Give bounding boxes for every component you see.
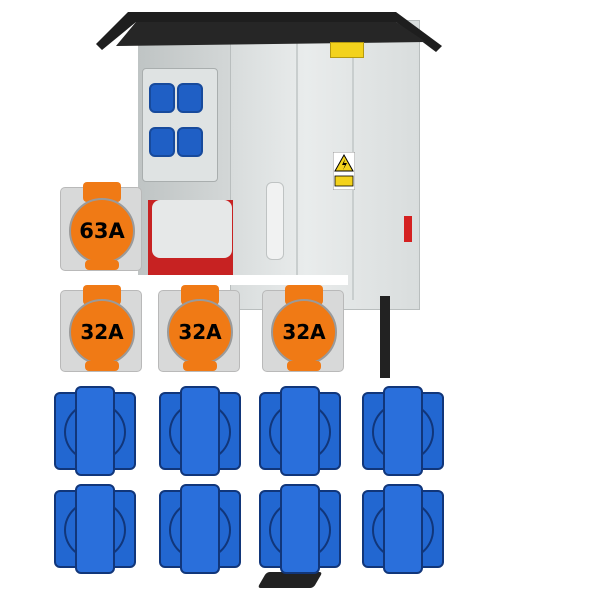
socket-32a-label: 32A	[271, 299, 337, 365]
socket-tab	[85, 361, 119, 371]
schuko-socket-icon	[259, 484, 341, 574]
schuko-socket-icon	[362, 386, 444, 476]
socket-tab	[85, 260, 119, 270]
socket-tab	[287, 361, 321, 371]
mini-blue-socket	[149, 127, 175, 157]
mini-blue-socket	[177, 83, 203, 113]
socket-tab	[183, 361, 217, 371]
door-seam	[296, 30, 298, 300]
socket-63a-label: 63A	[69, 198, 135, 264]
schuko-socket-icon	[159, 386, 241, 476]
schuko-socket-icon	[54, 386, 136, 476]
overlay-background	[50, 275, 348, 285]
socket-32a: 32A	[158, 285, 240, 372]
mini-blue-socket	[177, 127, 203, 157]
side-socket-box	[142, 68, 218, 182]
door-handle	[266, 182, 284, 260]
schuko-socket-icon	[54, 484, 136, 574]
socket-32a: 32A	[262, 285, 344, 372]
cabinet-foot	[257, 572, 323, 588]
cabinet-leg	[380, 296, 390, 378]
mini-blue-socket	[149, 83, 175, 113]
red-indicator	[404, 216, 412, 242]
distribution-cabinet	[230, 20, 420, 310]
schuko-socket-icon	[159, 484, 241, 574]
schuko-socket-icon	[362, 484, 444, 574]
socket-63a: 63A	[60, 182, 142, 271]
socket-32a: 32A	[60, 285, 142, 372]
socket-32a-label: 32A	[69, 299, 135, 365]
cabinet-roof	[96, 12, 442, 52]
high-voltage-warning-icon	[333, 152, 355, 190]
socket-tab	[83, 182, 121, 202]
socket-32a-label: 32A	[167, 299, 233, 365]
schuko-socket-icon	[259, 386, 341, 476]
warning-label	[330, 42, 364, 58]
white-socket-housing	[152, 200, 232, 258]
